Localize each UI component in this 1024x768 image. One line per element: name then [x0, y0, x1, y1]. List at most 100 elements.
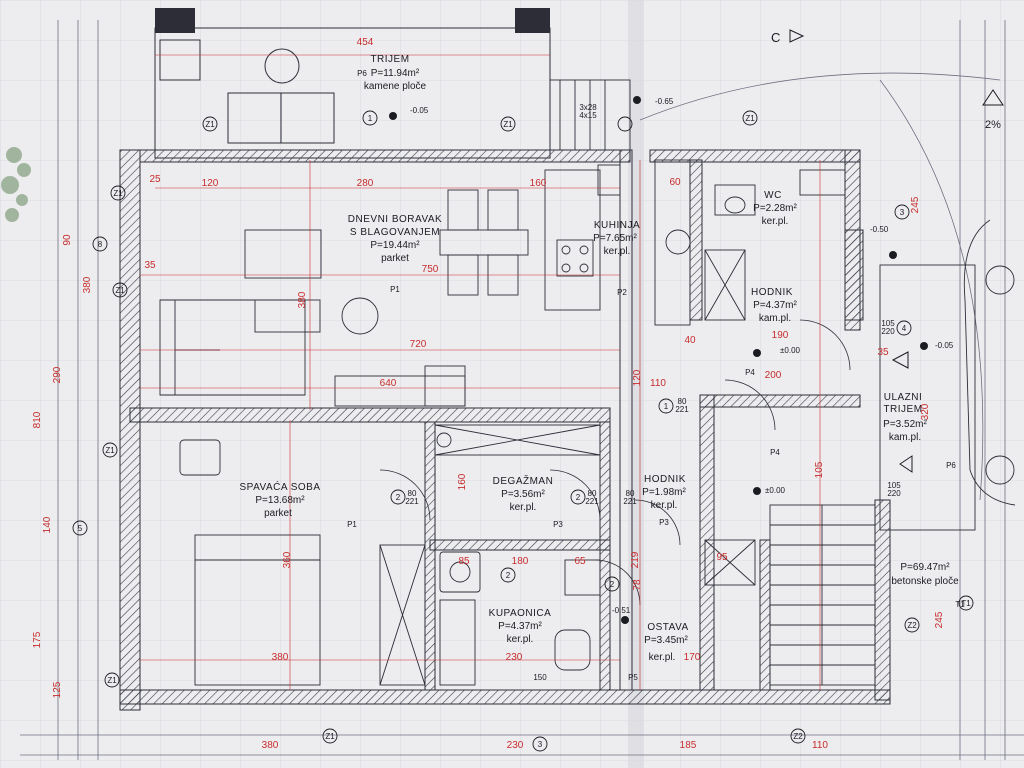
bedroom-code: P1: [347, 520, 357, 529]
trijem-name: TRIJEM: [370, 54, 409, 65]
entry-arrow-icon-2: [899, 455, 913, 473]
kitchen-area: P=7.65m²: [593, 233, 637, 244]
tag-2-a: 2: [396, 493, 401, 502]
dim-60: 60: [669, 177, 681, 188]
tag-z2-b: Z2: [793, 732, 803, 741]
kitchen-name: KUHINJA: [594, 220, 640, 231]
ostava-area: P=3.45m²: [644, 635, 688, 646]
left-dim-140: 140: [42, 516, 53, 533]
dim-40: 40: [684, 335, 696, 346]
dim-160-v: 160: [457, 473, 468, 490]
kitchen-code: P2: [617, 288, 627, 297]
trijem-floor: kamene ploče: [364, 81, 427, 92]
vegetation: [1, 147, 31, 222]
tag-z1-c: Z1: [745, 114, 755, 123]
exterior-walls: [119, 149, 891, 711]
entry-porch-code: P6: [946, 461, 956, 470]
living-name-line2: S BLAGOVANJEM: [350, 227, 440, 238]
dim-85: 85: [458, 556, 470, 567]
wc-floor: ker.pl.: [762, 216, 789, 227]
dim-35: 35: [144, 260, 156, 271]
wc-name: WC: [764, 190, 782, 201]
degazman-name: DEGAŽMAN: [493, 474, 554, 487]
level-stairs-top: -0.65: [655, 97, 674, 106]
tag-1-b: 1: [664, 402, 669, 411]
tag-4: 4: [902, 324, 907, 333]
left-dim-290: 290: [52, 366, 63, 383]
dim-120: 120: [202, 178, 219, 189]
tag-3-bottom: 3: [538, 740, 543, 749]
level-entry: -0.05: [935, 341, 954, 350]
dim-170: 170: [684, 652, 701, 663]
dim-65: 65: [574, 556, 586, 567]
dim-230: 230: [506, 652, 523, 663]
tag-z1-b: Z1: [503, 120, 513, 129]
hall1-name: HODNIK: [751, 287, 793, 298]
level-marker-icons: [389, 96, 928, 624]
degazman-area: P=3.56m²: [501, 489, 545, 500]
dim-245: 245: [934, 611, 945, 628]
hall2-area: P=1.98m²: [642, 487, 686, 498]
dim-280: 280: [357, 178, 374, 189]
tag-3: 3: [900, 208, 905, 217]
dim-180: 180: [512, 556, 529, 567]
opening-tags: [72, 110, 974, 752]
entry-porch-area: P=3.52m²: [883, 419, 927, 430]
living-name-line1: DNEVNI BORAVAK: [348, 214, 442, 225]
tag-5: 5: [78, 524, 83, 533]
wc-area: P=2.28m²: [753, 203, 797, 214]
hall2-floor: ker.pl.: [651, 500, 678, 511]
tag-z1-a: Z1: [205, 120, 215, 129]
degazman-code: P3: [553, 520, 563, 529]
tag-2-b: 2: [576, 493, 581, 502]
tag-z1-g: Z1: [325, 732, 335, 741]
living-floor: parket: [381, 253, 409, 264]
ostava-name: OSTAVA: [647, 622, 688, 633]
ostava-code: P5: [628, 673, 638, 682]
kitchen-floor: ker.pl.: [604, 246, 631, 257]
dim-720: 720: [410, 339, 427, 350]
dim-110: 110: [650, 378, 666, 389]
tag-z2: Z2: [907, 621, 917, 630]
hall1-floor: kam.pl.: [759, 313, 791, 324]
window-p150: 150: [533, 673, 547, 682]
dim-78: 78: [632, 579, 643, 591]
degazman-floor: ker.pl.: [510, 502, 537, 513]
tag-z1-h: Z1: [107, 676, 117, 685]
bathroom-name: KUPAONICA: [489, 608, 552, 619]
bottom-dim-110: 110: [812, 740, 828, 751]
tag-t1: T1: [961, 599, 971, 608]
entry-porch-name2: TRIJEM: [883, 404, 922, 415]
tag-2-d: 2: [610, 580, 615, 589]
compass-letter: C: [771, 30, 781, 45]
dim-160: 160: [530, 178, 547, 189]
dim-219: 219: [630, 551, 641, 568]
bedroom-floor: parket: [264, 508, 292, 519]
dim-380-v: 380: [297, 291, 308, 308]
hall1-area: P=4.37m²: [753, 300, 797, 311]
section-arrow-icon: [789, 29, 805, 43]
entry-porch-name1: ULAZNI: [884, 392, 923, 403]
dim-105-v: 105: [814, 461, 825, 478]
bathroom-area: P=4.37m²: [498, 621, 542, 632]
slope-arrow-icon: [982, 89, 1004, 106]
hall2-name: HODNIK: [644, 474, 686, 485]
dim-320: 320: [920, 403, 931, 420]
dim-380: 380: [272, 652, 289, 663]
left-dim-125: 125: [52, 681, 63, 698]
dim-120-v: 120: [632, 369, 643, 386]
tag-1: 1: [368, 114, 373, 123]
left-dim-175: 175: [32, 631, 43, 648]
level-bathroom: -0.51: [612, 606, 631, 615]
living-code: P1: [390, 285, 400, 294]
left-dim-380: 380: [82, 276, 93, 293]
trijem-area: P=11.94m²: [371, 68, 420, 79]
tag-2-c: 2: [506, 571, 511, 580]
left-dim-90: 90: [62, 234, 73, 246]
survey-lines: [20, 20, 1024, 760]
level-wc: -0.50: [870, 225, 889, 234]
tag-z1-f: Z1: [105, 446, 115, 455]
